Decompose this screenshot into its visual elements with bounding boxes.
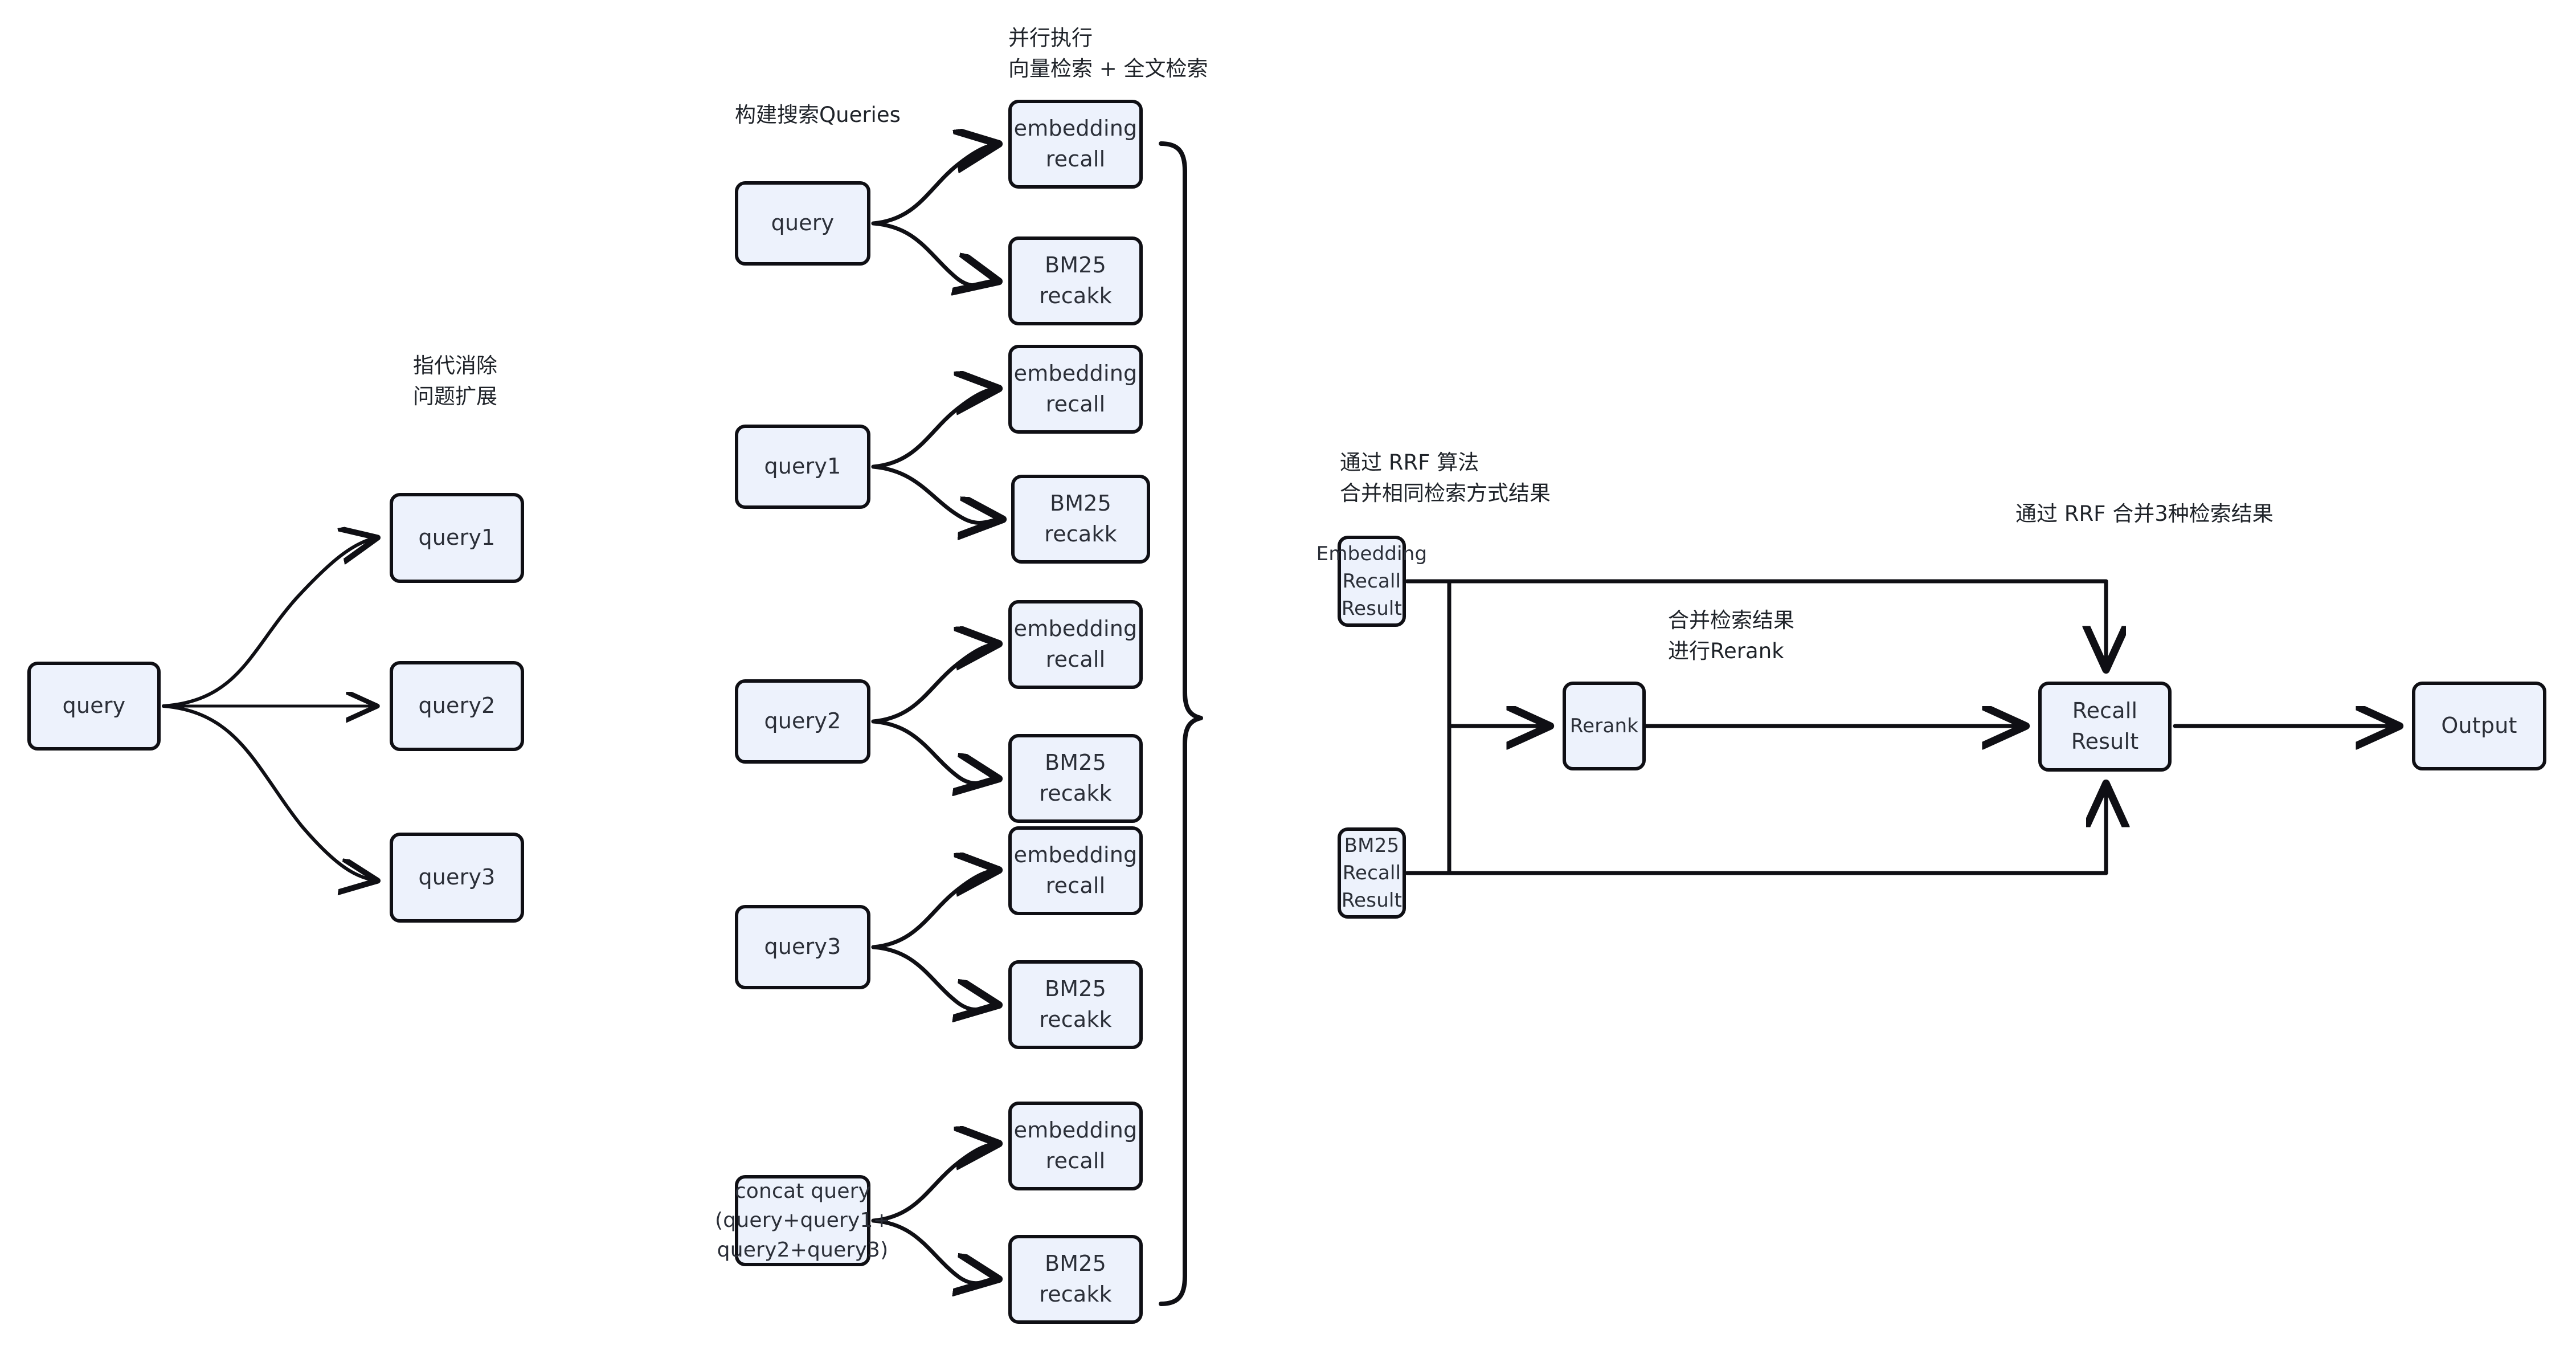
node-bm25-recakk-5[interactable]: BM25 recakk bbox=[1008, 1235, 1143, 1324]
edge-s2-query2-to-bm25-3 bbox=[871, 719, 997, 783]
edge-s2-query3-to-embedding-4 bbox=[871, 870, 997, 949]
node-s2-source-query2[interactable]: query2 bbox=[735, 679, 870, 764]
node-s2-source-query3[interactable]: query3 bbox=[735, 905, 870, 989]
edge-s2-query-to-bm25-1 bbox=[871, 221, 997, 286]
caption-query-expansion: 指代消除 问题扩展 bbox=[413, 353, 497, 409]
node-bm25-recall-result[interactable]: BM25 Recall Result bbox=[1338, 827, 1406, 919]
node-embedding-recall-5[interactable]: embedding recall bbox=[1008, 1102, 1143, 1190]
edge-s2-concat-to-embedding-5 bbox=[871, 1144, 997, 1223]
node-output[interactable]: Output bbox=[2412, 682, 2546, 770]
edge-query-to-query3 bbox=[162, 704, 376, 880]
node-s2-source-query1[interactable]: query1 bbox=[735, 425, 870, 509]
brace-collect-recalls bbox=[1159, 141, 1203, 1306]
node-embedding-recall-4[interactable]: embedding recall bbox=[1008, 826, 1143, 915]
node-rerank[interactable]: Rerank bbox=[1563, 682, 1646, 770]
node-bm25-recakk-2[interactable]: BM25 recakk bbox=[1011, 475, 1150, 564]
edge-s2-concat-to-bm25-5 bbox=[871, 1218, 997, 1283]
caption-merge-rerank: 合并检索结果 进行Rerank bbox=[1668, 608, 1794, 663]
node-query3[interactable]: query3 bbox=[390, 833, 524, 923]
node-query2[interactable]: query2 bbox=[390, 661, 524, 751]
caption-rrf-merge-3: 通过 RRF 合并3种检索结果 bbox=[2015, 501, 2274, 526]
node-embedding-recall-result[interactable]: Embedding Recall Result bbox=[1316, 536, 1427, 627]
caption-build-queries: 构建搜索Queries bbox=[735, 103, 901, 127]
node-bm25-recakk-1[interactable]: BM25 recakk bbox=[1008, 236, 1143, 325]
node-s2-source-query[interactable]: query bbox=[735, 181, 870, 266]
node-embedding-recall-2[interactable]: embedding recall bbox=[1008, 345, 1143, 434]
node-embedding-recall-1[interactable]: embedding recall bbox=[1008, 100, 1143, 189]
node-s2-source-concat-query[interactable]: concat query (query+query1+ query2+query… bbox=[715, 1175, 890, 1266]
caption-rrf-merge-same: 通过 RRF 算法 合并相同检索方式结果 bbox=[1340, 450, 1551, 505]
node-query-source[interactable]: query bbox=[27, 662, 161, 751]
edge-s2-query3-to-bm25-4 bbox=[871, 945, 997, 1009]
edge-s2-query1-to-bm25-2 bbox=[871, 464, 1001, 523]
edge-s2-query1-to-embedding-2 bbox=[871, 389, 997, 469]
edge-query-to-query1 bbox=[162, 538, 376, 708]
edge-s2-query2-to-embedding-3 bbox=[871, 644, 997, 724]
edge-s2-query-to-embedding-1 bbox=[871, 144, 997, 226]
node-query1[interactable]: query1 bbox=[390, 493, 524, 583]
node-recall-result[interactable]: Recall Result bbox=[2038, 682, 2172, 772]
node-bm25-recakk-3[interactable]: BM25 recakk bbox=[1008, 734, 1143, 823]
node-bm25-recakk-4[interactable]: BM25 recakk bbox=[1008, 960, 1143, 1049]
caption-parallel-exec: 并行执行 向量检索 + 全文检索 bbox=[1008, 26, 1208, 81]
node-embedding-recall-3[interactable]: embedding recall bbox=[1008, 600, 1143, 689]
